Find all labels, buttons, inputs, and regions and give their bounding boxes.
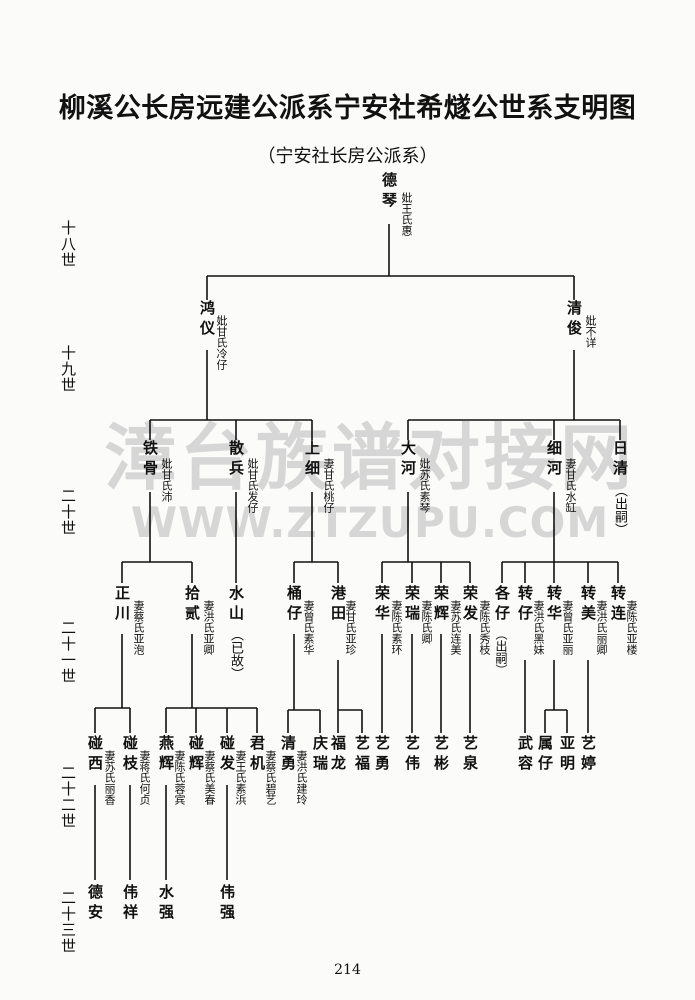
person-note: （出嗣） [612, 484, 627, 536]
person-note: 妣苏氏素琴 [418, 458, 431, 513]
person-name: 荣发 [461, 585, 479, 625]
person-note: 妻甘氏亚珍 [344, 600, 357, 655]
person-note: 妻曾氏素华 [302, 600, 315, 655]
person-name: 君机 [248, 735, 266, 775]
person-name: 转连 [609, 585, 627, 625]
person-note: 妣甘氏发仔 [246, 458, 259, 513]
person-name: 日清 [611, 440, 629, 480]
person-note: 妣甘氏沛 [160, 458, 173, 502]
person-name: 碰发 [218, 735, 236, 775]
person-name: 水强 [157, 884, 175, 924]
person-name: 伟祥 [121, 884, 139, 924]
person-note: 妣王氏惠 [400, 192, 413, 236]
person-note: 妣不详 [584, 315, 597, 348]
person-name: 武容 [516, 735, 534, 775]
person-name: 艺泉 [461, 735, 479, 775]
person-note: 妻甘氏桃仔 [322, 458, 335, 513]
person-name: 清勇 [279, 735, 297, 775]
person-name: 艺福 [353, 735, 371, 775]
person-name: 港田 [329, 585, 347, 625]
person-name: 散兵 [227, 440, 245, 480]
page-title: 柳溪公长房远建公派系宁安社希燧公世系支明图 [58, 93, 637, 124]
person-name: 碰西 [86, 735, 104, 775]
person-name: 正川 [113, 585, 131, 625]
person-name: 伟强 [218, 884, 236, 924]
person-name: 福龙 [329, 735, 347, 775]
person-name: 荣辉 [432, 585, 450, 625]
person-note: 妻蔡氏亚泡 [132, 600, 145, 655]
person-note: 妣甘氏冷仔 [215, 315, 228, 370]
person-note: 妻洪氏丽卿 [595, 600, 608, 655]
person-name: 艺伟 [403, 735, 421, 775]
person-note: 妻陈氏亚楼 [625, 600, 638, 655]
person-note: 妻洪氏建玲 [295, 750, 308, 805]
page-number: 214 [334, 962, 361, 978]
person-name: 荣瑞 [403, 585, 421, 625]
person-note: 妻蒋氏何贞 [138, 750, 151, 805]
person-name: 桶仔 [285, 585, 303, 625]
person-name: 碰辉 [187, 735, 205, 775]
person-note: 妻王氏素浜 [234, 750, 247, 805]
person-note: （出嗣） [494, 628, 508, 676]
person-note: 妻苏氏连美 [449, 600, 462, 655]
person-name: 转仔 [516, 585, 534, 625]
person-name: 德安 [86, 884, 104, 924]
person-note: 妻洪氏黑妹 [532, 600, 545, 655]
person-note: 妻洪氏亚卿 [202, 600, 215, 655]
person-name: 燕辉 [157, 735, 175, 775]
generation-label-18: 十八世 [59, 220, 77, 268]
person-name: 鸿仪 [198, 300, 216, 340]
generation-label-21: 二十一世 [59, 620, 77, 684]
person-name: 艺彬 [432, 735, 450, 775]
person-note: 妻苏氏丽香 [103, 750, 116, 805]
person-name: 庆瑞 [311, 735, 329, 775]
person-name: 转美 [579, 585, 597, 625]
person-name: 属仔 [536, 735, 554, 775]
person-name: 亚明 [558, 735, 576, 775]
person-name: 荣华 [373, 585, 391, 625]
person-note: 妻曾氏亚丽 [561, 600, 574, 655]
generation-label-22: 二十二世 [59, 765, 77, 829]
person-name: 上细 [303, 440, 321, 480]
person-name: 清俊 [565, 300, 583, 340]
generation-label-23: 二十三世 [59, 890, 77, 954]
person-name: 转华 [545, 585, 563, 625]
person-name: 艺勇 [373, 735, 391, 775]
person-note: 妻甘氏水缸 [564, 458, 577, 513]
person-name: 艺婷 [579, 735, 597, 775]
person-name: 各仔 [493, 585, 511, 625]
person-name: 碰枝 [121, 735, 139, 775]
person-note: 妻陈氏蓉宾 [173, 750, 186, 805]
person-note: 妻陈氏秀枝 [478, 600, 491, 655]
person-note: 妻蔡氏碧艺 [264, 750, 277, 805]
person-note: 妻陈氏素环 [390, 600, 403, 655]
person-name: 铁骨 [141, 440, 159, 480]
person-name: 细河 [545, 440, 563, 480]
person-name: 大河 [399, 440, 417, 480]
generation-label-19: 十九世 [59, 345, 77, 393]
person-note: 妻蔡氏美春 [203, 750, 216, 805]
person-name: 拾贰 [183, 585, 201, 625]
person-name: 水山 [227, 585, 245, 625]
person-name: 德琴 [380, 172, 398, 212]
page-subtitle: （宁安社长房公派系） [257, 146, 438, 167]
generation-label-20: 二十世 [59, 488, 77, 536]
person-note: 妻陈氏卿 [420, 600, 433, 644]
person-note: （已故） [228, 628, 243, 680]
